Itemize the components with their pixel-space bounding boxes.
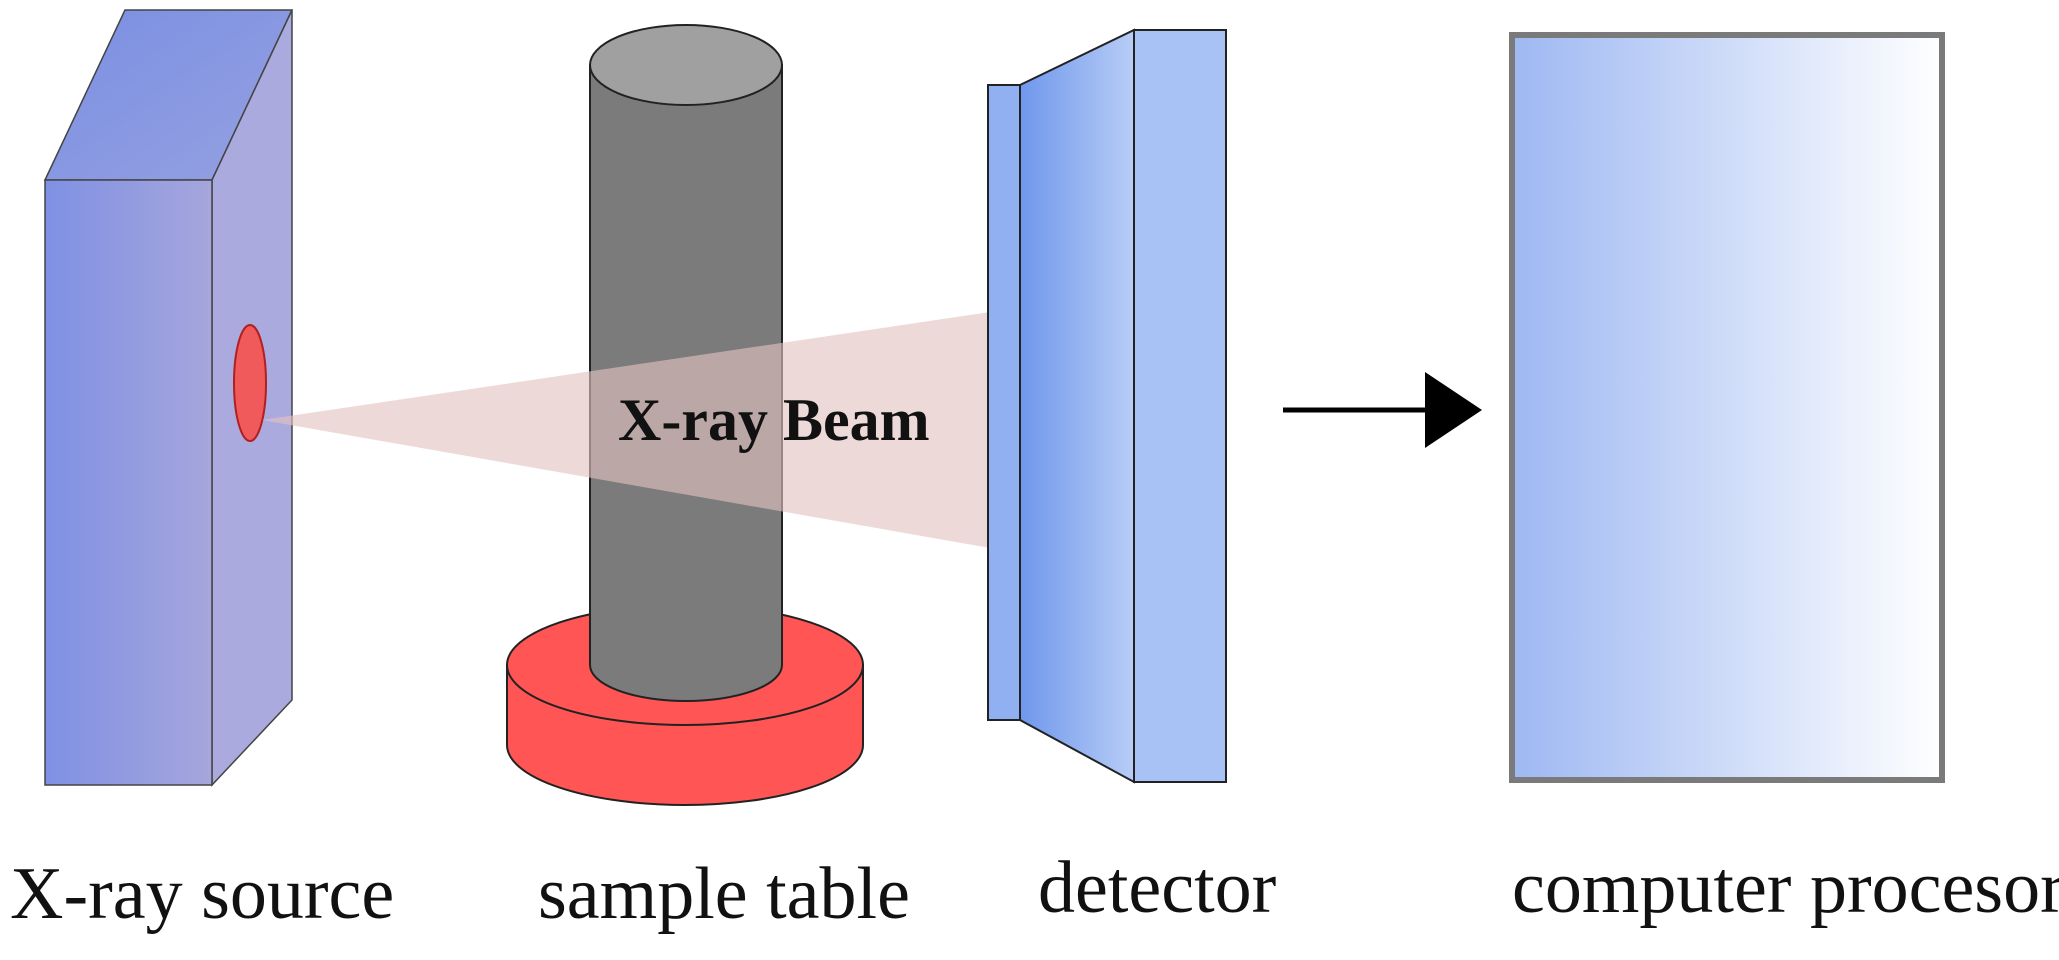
arrow-icon [1283, 372, 1482, 448]
sample-cylinder-top [589, 24, 783, 106]
computer-processor [1509, 32, 1945, 783]
beam-label: X-ray Beam [618, 387, 930, 453]
detector-back-plate [1133, 29, 1227, 783]
xray-emitter [233, 324, 267, 442]
xray-beam [262, 312, 990, 548]
label-detector: detector [1038, 847, 1276, 929]
xray-source [43, 9, 294, 787]
label-xray-source: X-ray source [10, 853, 394, 935]
label-sample-table: sample table [538, 853, 910, 935]
xray-source-front [44, 179, 213, 786]
detector-panel [1019, 28, 1135, 784]
detector [987, 28, 1227, 784]
detector-front-plate [987, 84, 1021, 721]
label-computer-processor: computer procesor [1512, 847, 2059, 929]
